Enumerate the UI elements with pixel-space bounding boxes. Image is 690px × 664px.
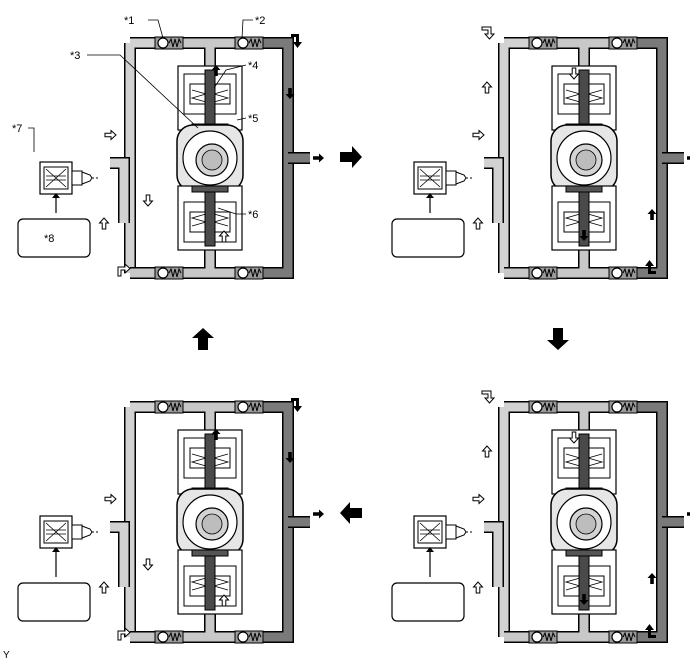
flow-arrow-icon <box>647 209 657 220</box>
sequence-arrow-up-icon <box>192 328 214 350</box>
sequence-arrow-down-icon <box>547 328 569 350</box>
label-3: *3 <box>70 50 80 62</box>
flow-arrow-icon <box>482 81 492 94</box>
label-8: *8 <box>44 233 54 245</box>
flow-arrow-icon <box>104 494 117 504</box>
flow-arrow-icon <box>143 194 153 207</box>
flow-arrow-icon <box>99 217 109 230</box>
panel-bottom-right <box>391 390 690 643</box>
label-7: *7 <box>12 123 22 135</box>
flow-arrow-icon <box>473 581 483 594</box>
solenoid-icon <box>39 515 99 549</box>
label-1: *1 <box>124 15 134 27</box>
flow-arrow-icon <box>472 130 485 140</box>
label-5: *5 <box>248 113 258 125</box>
solenoid-icon <box>413 515 473 549</box>
sequence-arrow-left-icon <box>340 502 362 524</box>
sequence-arrow-right-icon <box>340 146 362 168</box>
flow-arrow-icon <box>99 581 109 594</box>
flow-arrow-icon <box>647 573 657 584</box>
panel-bottom-left <box>17 398 324 643</box>
corner-mark: Y <box>3 650 10 661</box>
solenoid-icon <box>413 161 473 195</box>
callout-lines <box>28 19 253 215</box>
panel-top-left <box>17 34 324 279</box>
flow-arrow-icon <box>104 130 117 140</box>
flow-arrow-icon <box>472 494 485 504</box>
flow-arrow-icon <box>313 153 324 163</box>
label-4: *4 <box>248 60 258 72</box>
flow-arrow-icon <box>143 558 153 571</box>
label-2: *2 <box>255 15 265 27</box>
flow-arrow-icon <box>481 26 495 40</box>
flow-arrow-icon <box>481 390 495 404</box>
flow-arrow-icon <box>473 217 483 230</box>
label-6: *6 <box>248 209 258 221</box>
flow-arrow-icon <box>313 509 324 519</box>
solenoid-icon <box>39 161 99 195</box>
panel-top-right <box>391 26 690 279</box>
flow-arrow-icon <box>482 445 492 458</box>
